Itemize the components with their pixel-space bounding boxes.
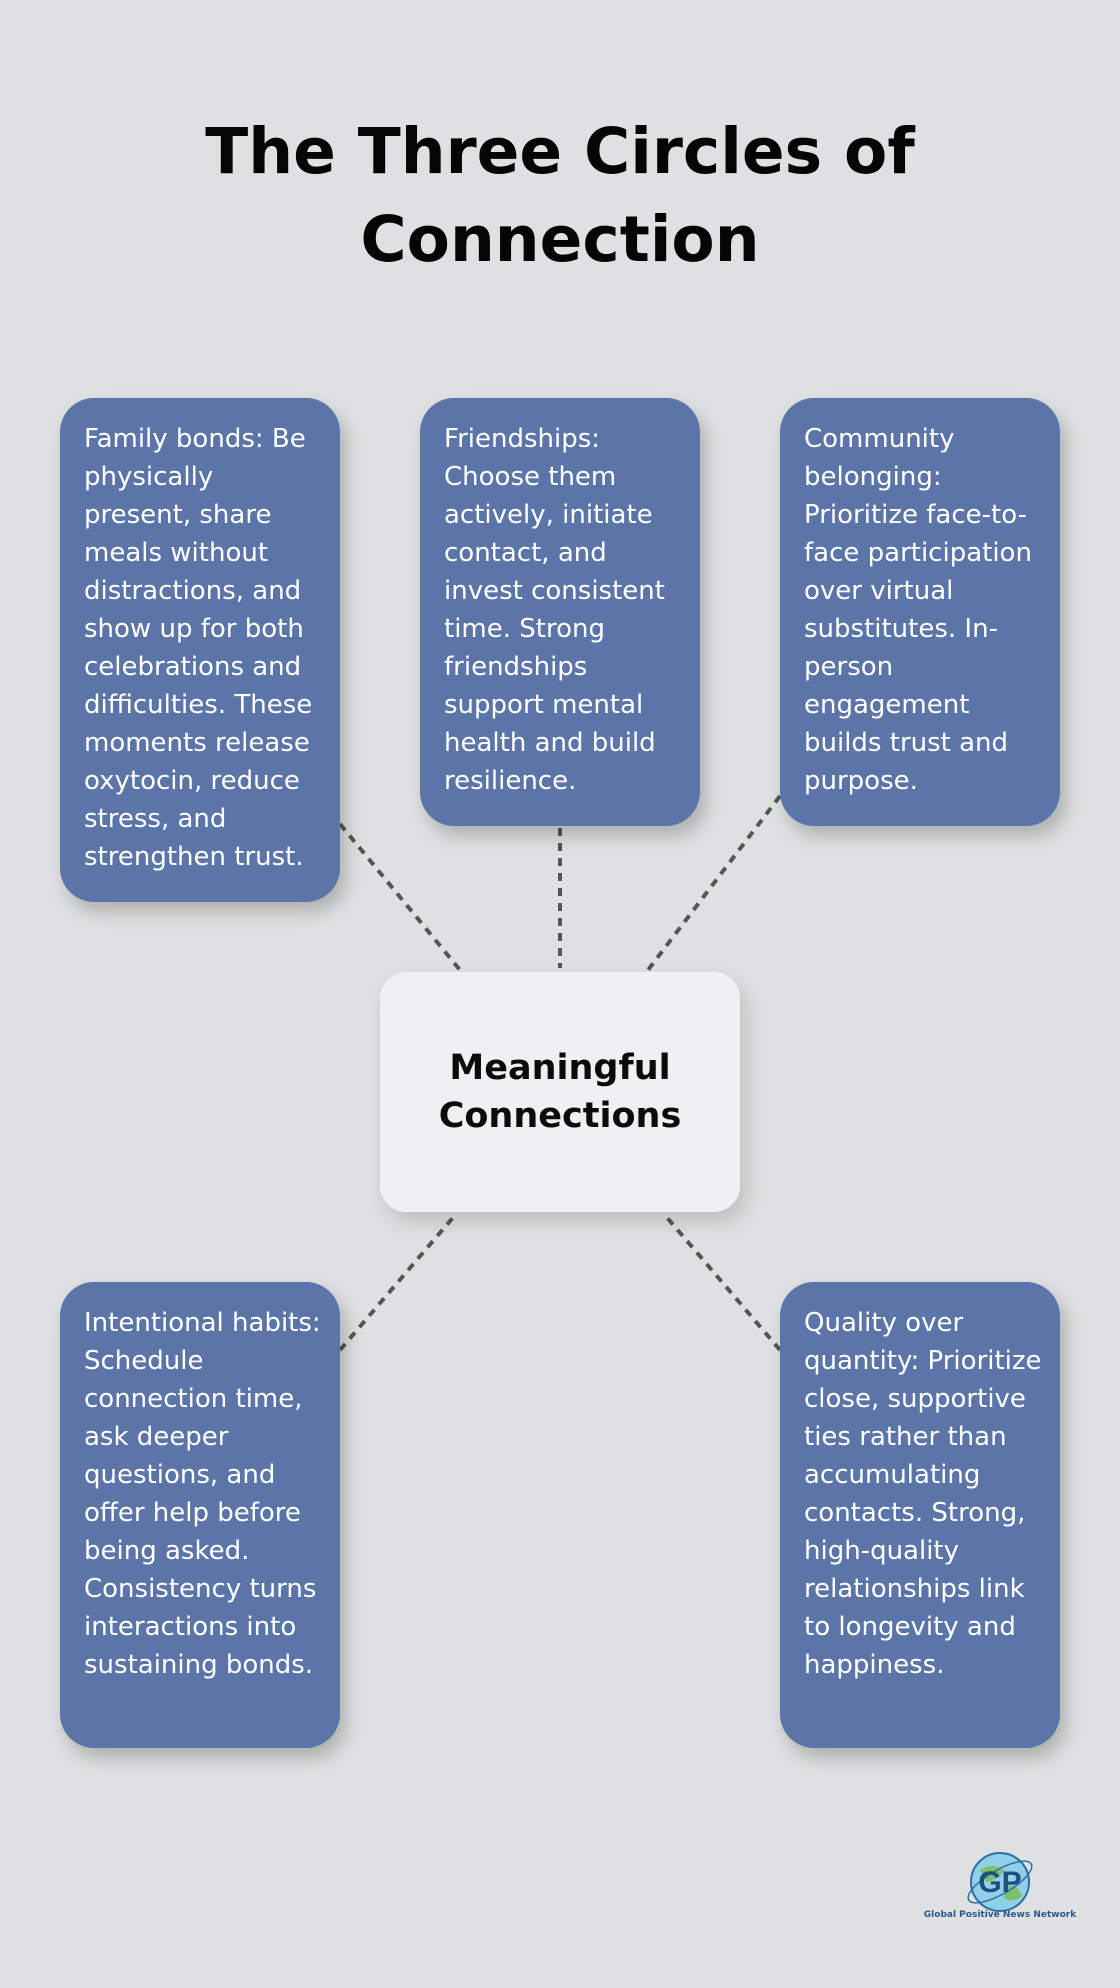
family-bonds-card: Family bonds: Be physically present, sha… <box>60 398 340 902</box>
globe-logo-icon: GP <box>967 1852 1033 1912</box>
connector-community <box>646 794 782 972</box>
page-title: The Three Circles of Connection <box>205 115 915 276</box>
connector-family <box>338 822 462 972</box>
quality-over-quantity-card: Quality over quantity: Prioritize close,… <box>780 1282 1060 1748</box>
center-label: Meaningful Connections <box>438 1048 682 1136</box>
connector-quality <box>662 1212 782 1352</box>
center-node: Meaningful Connections <box>380 972 740 1212</box>
intentional-habits-card: Intentional habits: Schedule connection … <box>60 1282 340 1748</box>
friendships-card: Friendships: Choose them actively, initi… <box>420 398 700 826</box>
logo-text: Global Positive News Network <box>923 1910 1077 1920</box>
logo-initials: GP <box>978 1866 1021 1899</box>
connector-habits <box>338 1212 458 1352</box>
community-belonging-card: Community belonging: Prioritize face-to-… <box>780 398 1060 826</box>
